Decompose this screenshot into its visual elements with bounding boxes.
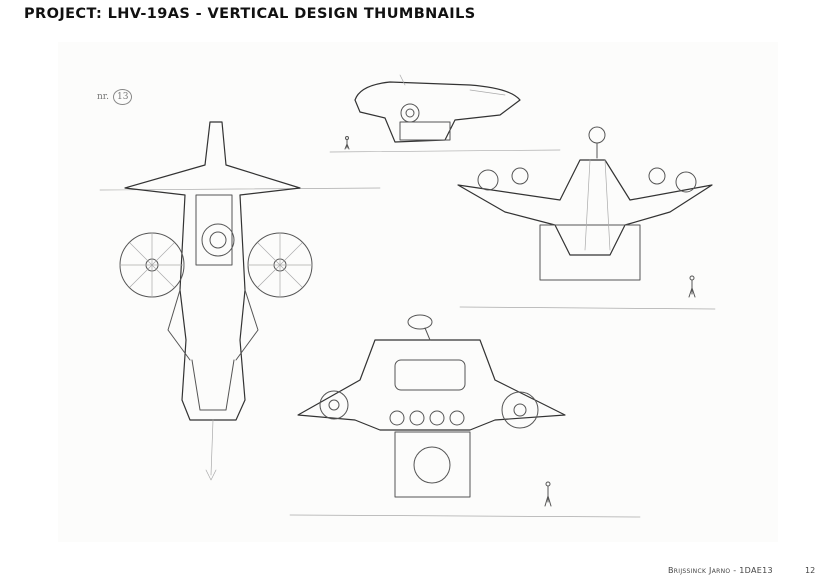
author-credit: Brijssinck Jarno - 1DAE13 bbox=[668, 566, 773, 575]
vehicle-top-view bbox=[119, 121, 313, 481]
sketch-number-note: nr.13 bbox=[97, 89, 133, 105]
ground-lines bbox=[99, 149, 716, 518]
vehicle-rear-view bbox=[297, 314, 566, 498]
page-title: Project: LHV-19AS - Vertical Design Thum… bbox=[24, 6, 476, 22]
scale-figures bbox=[344, 136, 696, 507]
note-number: 13 bbox=[112, 89, 133, 105]
vehicle-front-view bbox=[457, 126, 713, 281]
note-prefix: nr. bbox=[97, 92, 109, 102]
sketch-paper bbox=[58, 42, 778, 542]
vehicle-side-view bbox=[354, 74, 521, 143]
page-number: 12 bbox=[805, 566, 816, 575]
